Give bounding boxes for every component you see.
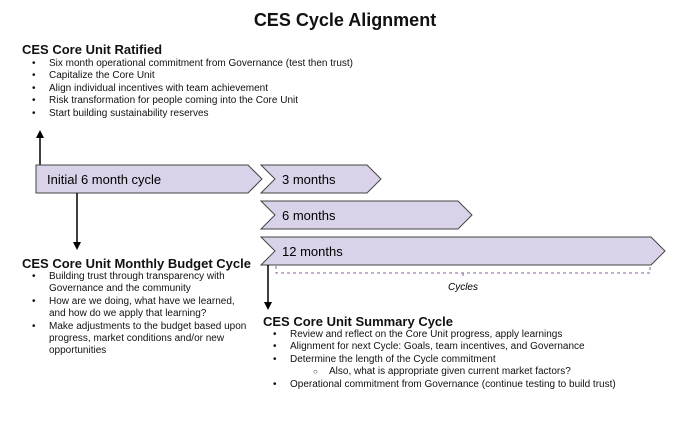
chevron-initial-cycle-label: Initial 6 month cycle (47, 172, 161, 187)
summary-heading: CES Core Unit Summary Cycle (263, 314, 454, 329)
list-item: Alignment for next Cycle: Goals, team in… (263, 341, 683, 354)
list-sub-item: Also, what is appropriate given current … (263, 366, 683, 379)
list-item: Determine the length of the Cycle commit… (263, 354, 683, 367)
chevron-3-months (259, 164, 382, 194)
ratified-heading: CES Core Unit Ratified (22, 42, 163, 57)
page-title: CES Cycle Alignment (253, 10, 437, 30)
list-item: Align individual incentives with team ac… (22, 83, 422, 96)
chevron-6-months-label: 6 months (282, 208, 336, 223)
list-item: Capitalize the Core Unit (22, 70, 422, 83)
chevron-3-months-label: 3 months (282, 172, 336, 187)
list-item: Risk transformation for people coming in… (22, 95, 422, 108)
list-item: Make adjustments to the budget based upo… (22, 321, 254, 358)
summary-list: Review and reflect on the Core Unit prog… (263, 329, 683, 391)
chevron-initial-cycle (35, 164, 263, 194)
list-item: Building trust through transparency with… (22, 271, 254, 296)
list-item: Six month operational commitment from Go… (22, 58, 422, 71)
chevron-6-months (259, 200, 473, 230)
ratified-list: Six month operational commitment from Go… (22, 58, 422, 120)
list-item: Review and reflect on the Core Unit prog… (263, 329, 683, 342)
list-item: Start building sustainability reserves (22, 108, 422, 121)
monthly-heading: CES Core Unit Monthly Budget Cycle (22, 256, 251, 271)
chevron-12-months-label: 12 months (282, 244, 343, 259)
cycles-brace-label: Cycles (448, 282, 478, 293)
cycles-brace (275, 266, 651, 279)
chevron-12-months (259, 236, 666, 266)
monthly-list: Building trust through transparency with… (22, 271, 254, 358)
list-item: Operational commitment from Governance (… (263, 379, 683, 392)
list-item: How are we doing, what have we learned, … (22, 296, 254, 321)
